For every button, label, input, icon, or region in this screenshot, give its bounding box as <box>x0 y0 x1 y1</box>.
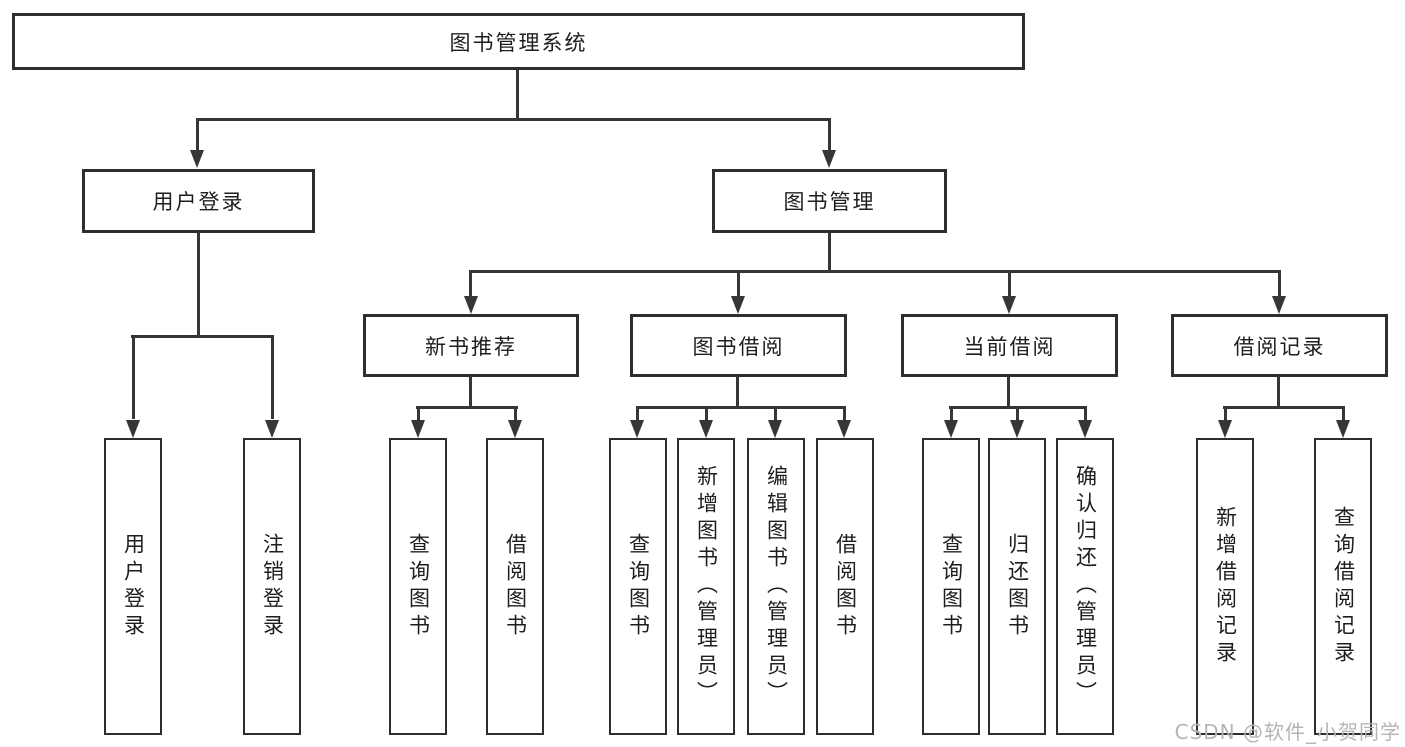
connector-line <box>469 272 472 296</box>
connector-line <box>705 406 708 420</box>
node-current-borrow-label: 当前借阅 <box>963 334 1056 359</box>
connector-line <box>950 406 953 420</box>
arrowhead-down-icon <box>1078 420 1092 438</box>
connector-line <box>514 406 517 420</box>
connector-line <box>774 406 777 420</box>
arrowhead-down-icon <box>508 420 522 438</box>
connector-line <box>417 406 420 420</box>
leaf-edit-books-admin: 编辑图书（管理员） <box>747 438 805 735</box>
arrowhead-down-icon <box>731 296 745 314</box>
connector-line <box>737 272 740 296</box>
arrowhead-down-icon <box>411 420 425 438</box>
arrowhead-down-icon <box>1010 420 1024 438</box>
node-new-book-recommend: 新书推荐 <box>363 314 579 377</box>
connector-line <box>636 406 846 409</box>
connector-line <box>1016 406 1019 420</box>
arrowhead-down-icon <box>768 420 782 438</box>
connector-line <box>469 377 472 408</box>
node-borrow-records-label: 借阅记录 <box>1233 334 1326 359</box>
connector-line <box>196 118 199 154</box>
leaf-query-borrow-record: 查询借阅记录 <box>1314 438 1372 735</box>
connector-line <box>736 377 739 408</box>
arrowhead-down-icon <box>190 150 204 168</box>
connector-line <box>196 118 831 121</box>
node-book-borrow-label: 图书借阅 <box>692 334 785 359</box>
node-book-management: 图书管理 <box>712 169 947 233</box>
connector-line <box>197 233 200 335</box>
connector-line <box>1084 406 1087 420</box>
leaf-logout: 注销登录 <box>243 438 301 735</box>
leaf-add-borrow-record: 新增借阅记录 <box>1196 438 1254 735</box>
connector-line <box>516 70 519 118</box>
connector-line <box>131 335 274 338</box>
leaf-borrow-books: 借阅图书 <box>816 438 874 735</box>
connector-line <box>828 233 831 272</box>
connector-line <box>1224 406 1227 420</box>
leaf-query-books-current: 查询图书 <box>922 438 980 735</box>
leaf-return-books: 归还图书 <box>988 438 1046 735</box>
node-root-label: 图书管理系统 <box>449 30 588 55</box>
connector-line <box>636 406 639 420</box>
node-book-management-label: 图书管理 <box>783 190 876 214</box>
arrowhead-down-icon <box>464 296 478 314</box>
node-user-login: 用户登录 <box>82 169 315 233</box>
arrowhead-down-icon <box>1272 296 1286 314</box>
connector-line <box>843 406 846 420</box>
node-borrow-records: 借阅记录 <box>1171 314 1388 377</box>
connector-line <box>828 118 831 154</box>
node-book-borrow: 图书借阅 <box>630 314 847 377</box>
node-user-login-label: 用户登录 <box>152 190 245 214</box>
connector-line <box>1278 272 1281 296</box>
connector-line <box>271 335 274 419</box>
node-current-borrow: 当前借阅 <box>901 314 1118 377</box>
connector-line <box>1223 406 1345 409</box>
arrowhead-down-icon <box>822 150 836 168</box>
arrowhead-down-icon <box>944 420 958 438</box>
connector-line <box>469 270 1281 273</box>
arrowhead-down-icon <box>1002 296 1016 314</box>
connector-line <box>1342 406 1345 420</box>
leaf-borrow-books-recommend: 借阅图书 <box>486 438 544 735</box>
leaf-query-books-recommend: 查询图书 <box>389 438 447 735</box>
arrowhead-down-icon <box>630 420 644 438</box>
leaf-confirm-return-admin: 确认归还（管理员） <box>1056 438 1114 735</box>
arrowhead-down-icon <box>265 420 279 438</box>
csdn-watermark: CSDN @软件_小贺同学 <box>1174 720 1401 744</box>
arrowhead-down-icon <box>126 420 140 438</box>
connector-line <box>416 406 518 409</box>
leaf-user-login: 用户登录 <box>104 438 162 735</box>
connector-line <box>1008 272 1011 296</box>
leaf-query-books-borrow: 查询图书 <box>609 438 667 735</box>
arrowhead-down-icon <box>1218 420 1232 438</box>
node-new-book-recommend-label: 新书推荐 <box>425 334 517 359</box>
node-root: 图书管理系统 <box>12 13 1025 70</box>
connector-line <box>1007 377 1010 408</box>
leaf-add-books-admin: 新增图书（管理员） <box>677 438 735 735</box>
connector-line <box>132 335 135 419</box>
arrowhead-down-icon <box>699 420 713 438</box>
arrowhead-down-icon <box>837 420 851 438</box>
connector-line <box>1277 377 1280 408</box>
arrowhead-down-icon <box>1336 420 1350 438</box>
